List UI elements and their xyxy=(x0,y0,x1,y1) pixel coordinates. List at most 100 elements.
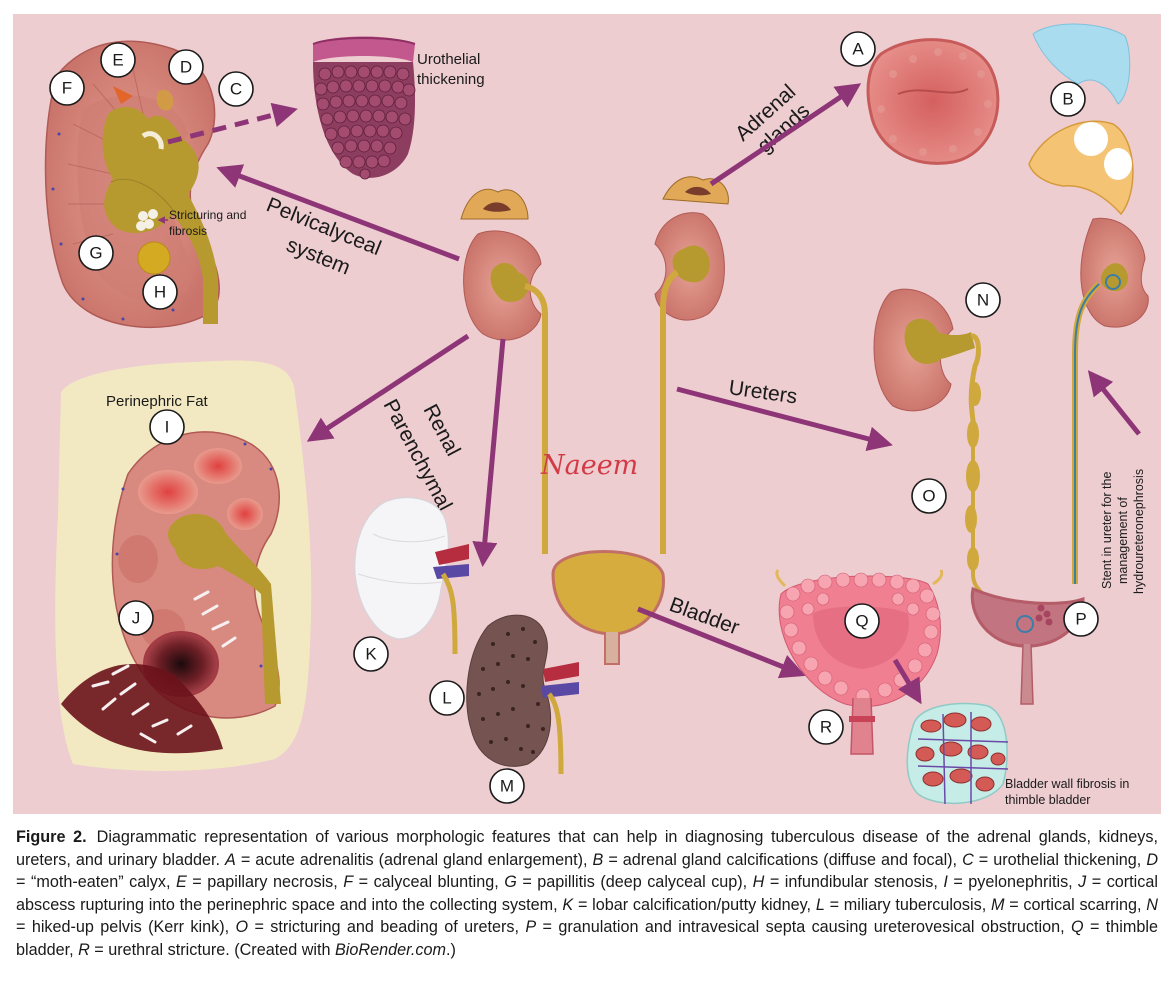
svg-text:E: E xyxy=(112,51,123,70)
marker-l: L xyxy=(429,680,465,716)
caption-credit-prefix: (Created with xyxy=(234,940,335,959)
caption-key-f: F xyxy=(343,873,354,892)
arrow-pelvicalyceal xyxy=(216,164,460,262)
marker-i: I xyxy=(149,409,185,445)
caption-key-h: H xyxy=(752,873,765,892)
caption-desc-a: = acute adrenalitis (adrenal gland enlar… xyxy=(235,850,593,869)
marker-q: Q xyxy=(844,603,880,639)
svg-text:Q: Q xyxy=(855,612,868,631)
signature: Naeem xyxy=(540,450,638,481)
caption-credit-suffix: .) xyxy=(445,940,456,959)
caption-desc-f: = calyceal blunting, xyxy=(353,873,505,892)
caption-key-i: I xyxy=(943,873,948,892)
stent-label-line3: hydroureteronephrosis xyxy=(1132,469,1146,594)
caption-desc-q: = thimble bladder, xyxy=(16,918,1158,959)
stent-label-line2: management of xyxy=(1116,497,1130,584)
svg-text:R: R xyxy=(820,718,832,737)
marker-g: G xyxy=(78,235,114,271)
marker-d: D xyxy=(168,49,204,85)
marker-p: P xyxy=(1063,601,1099,637)
perinephric-fat-panel xyxy=(55,360,312,771)
caption-desc-e: = papillary necrosis, xyxy=(186,873,344,892)
stricturing-label-line2: fibrosis xyxy=(169,224,207,238)
svg-text:A: A xyxy=(852,40,864,59)
svg-text:J: J xyxy=(132,609,141,628)
caption-desc-r: = urethral stricture. xyxy=(89,940,235,959)
caption-key-k: K xyxy=(562,895,574,914)
caption-legend: A = acute adrenalitis (adrenal gland enl… xyxy=(16,851,1158,959)
adrenal-gland-enlarged xyxy=(866,38,1000,165)
stent-kidney-bladder xyxy=(970,217,1149,705)
marker-r: R xyxy=(808,709,844,745)
marker-n: N xyxy=(965,282,1001,318)
adrenal-gland-calcified xyxy=(1028,23,1134,216)
caption-key-l: L xyxy=(815,895,825,914)
marker-j: J xyxy=(118,600,154,636)
svg-text:K: K xyxy=(365,645,377,664)
arrow-thimble-fibrosis xyxy=(892,658,922,705)
marker-f: F xyxy=(49,70,85,106)
marker-o: O xyxy=(911,478,947,514)
svg-text:G: G xyxy=(89,244,102,263)
caption-key-p: P xyxy=(525,918,537,937)
svg-text:O: O xyxy=(922,487,935,506)
marker-h: H xyxy=(142,274,178,310)
stent-label-line1: Stent in ureter for the xyxy=(1100,472,1114,589)
miliary-kidney xyxy=(466,614,579,775)
caption-key-m: M xyxy=(990,895,1005,914)
caption-desc-c: = urothelial thickening, xyxy=(973,850,1147,869)
caption-desc-l: = miliary tuberculosis, xyxy=(824,895,991,914)
diagram-panel: Urothelial thickening Stricturing and fi… xyxy=(13,14,1161,814)
perinephric-label: Perinephric Fat xyxy=(106,393,209,410)
caption-desc-b: = adrenal gland calcifications (diffuse … xyxy=(603,850,963,869)
central-urinary-system xyxy=(460,176,729,665)
diagram-canvas: Urothelial thickening Stricturing and fi… xyxy=(44,23,1149,807)
svg-text:L: L xyxy=(442,689,451,708)
caption-key-d: D xyxy=(1146,850,1159,869)
arrow-ureters xyxy=(676,386,893,452)
svg-text:M: M xyxy=(500,777,514,796)
arrow-renal-to-perinephric xyxy=(306,333,470,442)
caption-intro: Diagrammatic representation of various m… xyxy=(16,828,1158,869)
thimble-bladder xyxy=(775,569,944,755)
caption-key-n: N xyxy=(1146,895,1158,914)
arrow-renal-to-putty xyxy=(472,338,506,567)
svg-text:C: C xyxy=(230,80,242,99)
caption-desc-p: = granulation and intravesical septa cau… xyxy=(536,918,1071,937)
stricturing-label-line1: Stricturing and xyxy=(169,208,246,222)
urothelial-label-line1: Urothelial xyxy=(417,51,480,68)
caption-key-a: A xyxy=(225,850,236,869)
caption-desc-o: = stricturing and beading of ureters, xyxy=(248,918,526,937)
bladder-wall-fibrosis-illustration xyxy=(906,702,1009,805)
caption-key-e: E xyxy=(175,873,187,892)
bladder-label: Bladder xyxy=(666,593,742,639)
marker-b: B xyxy=(1050,81,1086,117)
marker-a: A xyxy=(840,31,876,67)
arrow-adrenal xyxy=(709,83,862,187)
caption-key-b: B xyxy=(592,850,604,869)
caption-key-r: R xyxy=(78,940,90,959)
kerr-kink-kidney xyxy=(873,288,985,596)
figure-number: Figure 2. xyxy=(16,828,87,846)
urothelial-label-line2: thickening xyxy=(417,71,485,88)
caption-key-c: C xyxy=(962,850,974,869)
svg-text:B: B xyxy=(1062,90,1073,109)
arrow-bladder xyxy=(637,606,806,679)
caption-desc-d: = “moth-eaten” calyx, xyxy=(16,873,176,892)
caption-key-o: O xyxy=(235,918,249,937)
arrow-stent xyxy=(1087,370,1141,436)
bladder-fibrosis-label-line2: thimble bladder xyxy=(1005,793,1090,807)
caption-key-g: G xyxy=(504,873,517,892)
svg-text:F: F xyxy=(62,79,72,98)
svg-text:P: P xyxy=(1075,610,1086,629)
svg-text:N: N xyxy=(977,291,989,310)
caption-desc-g: = papillitis (deep calyceal cup), xyxy=(516,873,753,892)
svg-text:I: I xyxy=(165,418,170,437)
marker-e: E xyxy=(100,42,136,78)
figure-caption: Figure 2.Diagrammatic representation of … xyxy=(16,826,1158,962)
marker-m: M xyxy=(489,768,525,804)
caption-desc-k: = lobar calcification/putty kidney, xyxy=(573,895,816,914)
svg-text:H: H xyxy=(154,283,166,302)
caption-credit-site: BioRender.com xyxy=(334,940,446,959)
urothelial-thickening-illustration xyxy=(312,36,416,180)
